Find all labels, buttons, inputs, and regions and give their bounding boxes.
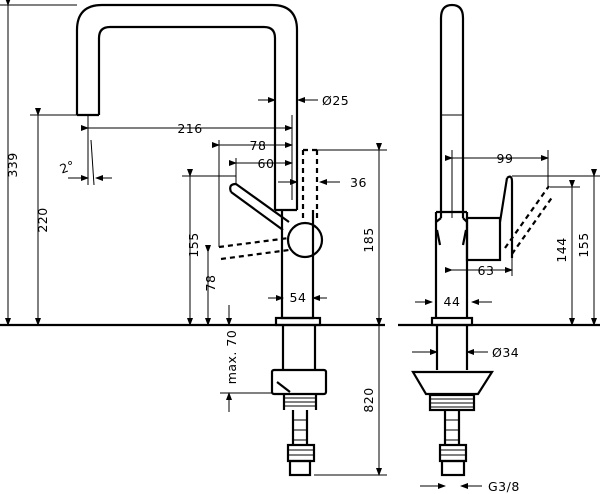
front-view: 339 220 216 2° 78 60 Ø25 36 18 bbox=[0, 0, 387, 477]
spout-outline bbox=[75, 3, 299, 210]
dim-99: 99 bbox=[497, 151, 514, 166]
base-plate bbox=[274, 316, 322, 327]
under-shank bbox=[281, 325, 317, 370]
handle-dashed-top bbox=[301, 148, 319, 222]
side-base-plate bbox=[430, 316, 474, 327]
side-transition bbox=[435, 217, 468, 223]
lever-tip bbox=[229, 182, 237, 193]
dim-44: 44 bbox=[444, 294, 461, 309]
dim-g38: G3/8 bbox=[488, 479, 520, 494]
dim-54: 54 bbox=[290, 290, 307, 305]
lever-alt-position bbox=[218, 236, 290, 261]
side-mounting-nut bbox=[411, 370, 495, 396]
dim-d25: Ø25 bbox=[322, 93, 349, 108]
side-handle-lever bbox=[498, 175, 514, 258]
side-fitting-1-lines bbox=[440, 449, 466, 456]
side-shank bbox=[435, 325, 469, 370]
dim-216: 216 bbox=[177, 121, 202, 136]
dim-155-side: 155 bbox=[576, 232, 591, 257]
dim-339: 339 bbox=[5, 152, 20, 177]
side-fitting-2 bbox=[440, 459, 466, 477]
dim-63: 63 bbox=[478, 263, 495, 278]
nut-detail bbox=[276, 381, 291, 393]
dim-820: 820 bbox=[361, 387, 376, 412]
hose-fitting-1-lines bbox=[288, 449, 314, 456]
mounting-nut bbox=[270, 368, 328, 396]
dim-angle: 2° bbox=[58, 157, 77, 176]
hose-fitting-1 bbox=[286, 443, 316, 463]
dim-220: 220 bbox=[35, 207, 50, 232]
side-hoses bbox=[443, 410, 461, 445]
side-handle-block bbox=[465, 216, 502, 262]
dim-60: 60 bbox=[258, 156, 275, 171]
angle-line bbox=[90, 139, 95, 186]
dim-155-front: 155 bbox=[186, 232, 201, 257]
handle-lever bbox=[230, 183, 290, 231]
side-spout bbox=[439, 3, 465, 218]
side-fitting-1 bbox=[438, 443, 468, 463]
side-thread-lines bbox=[430, 398, 474, 408]
dim-36: 36 bbox=[350, 175, 367, 190]
dim-185: 185 bbox=[361, 227, 376, 252]
dim-max70: max. 70 bbox=[224, 330, 239, 385]
dim-78-low: 78 bbox=[203, 275, 218, 292]
hose-fitting-2 bbox=[288, 459, 312, 477]
thread-lines-upper bbox=[284, 397, 316, 407]
handle-hub bbox=[286, 221, 324, 259]
side-view: 99 144 155 63 44 Ø34 G3/8 bbox=[398, 3, 600, 494]
hose-lines bbox=[293, 419, 307, 441]
hoses bbox=[291, 410, 309, 445]
dim-78-top: 78 bbox=[250, 138, 267, 153]
side-lever-alt bbox=[504, 185, 554, 255]
side-hose-lines bbox=[445, 419, 459, 441]
dim-d34: Ø34 bbox=[492, 345, 519, 360]
dim-144: 144 bbox=[554, 237, 569, 262]
side-ring bbox=[435, 229, 468, 246]
